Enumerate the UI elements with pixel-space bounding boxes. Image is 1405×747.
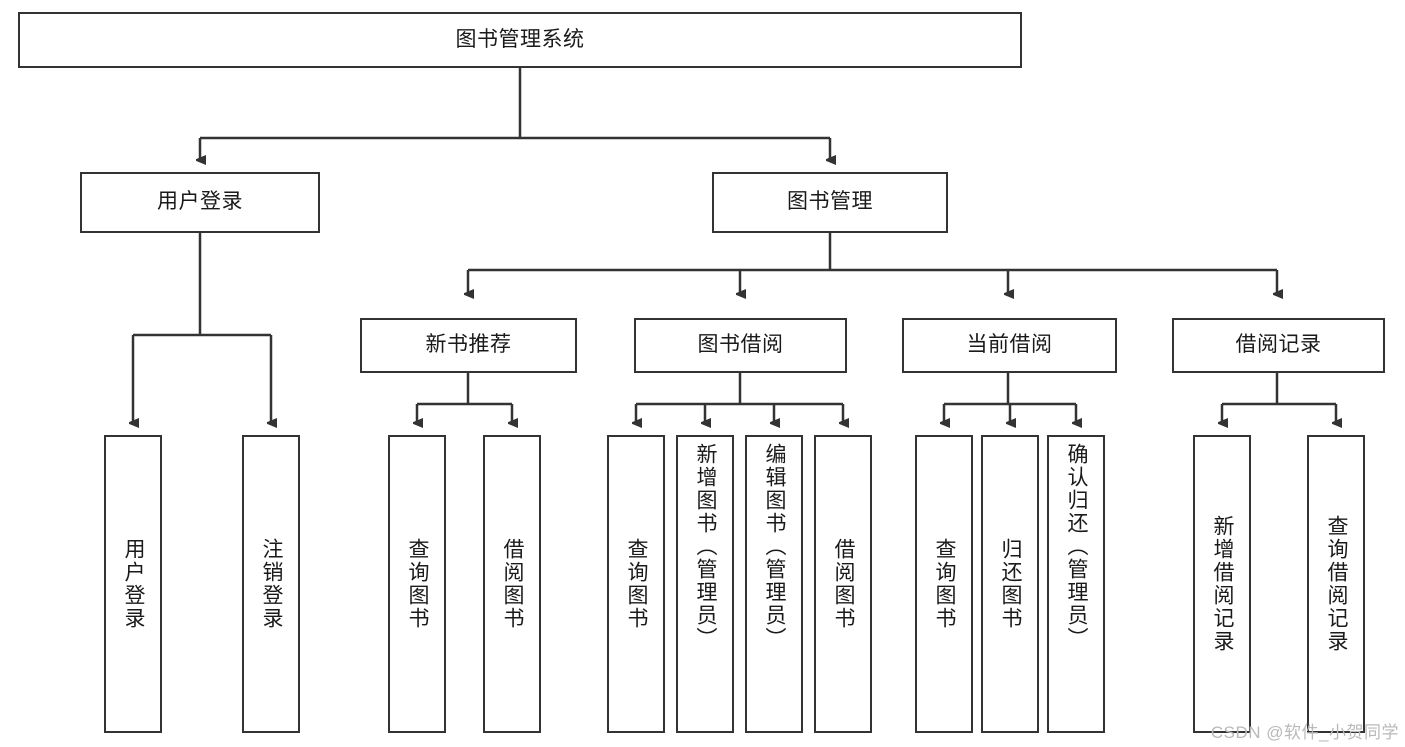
node-label: 图书管理 <box>787 190 873 214</box>
leaf-current-query-book[interactable]: 查询图书 <box>915 435 973 733</box>
node-book-borrow[interactable]: 图书借阅 <box>634 318 847 373</box>
node-label: 图书借阅 <box>697 333 784 357</box>
node-label: 查询图书 <box>406 538 430 630</box>
leaf-new-book-borrow-book[interactable]: 借阅图书 <box>483 435 541 733</box>
leaf-current-confirm-return-admin[interactable]: 确认归还（管理员） <box>1047 435 1105 733</box>
node-label: 当前借阅 <box>966 333 1053 357</box>
leaf-borrow-add-book-admin[interactable]: 新增图书（管理员） <box>676 435 734 733</box>
leaf-record-query-record[interactable]: 查询借阅记录 <box>1307 435 1365 733</box>
node-label: 图书管理系统 <box>455 27 585 51</box>
node-label: 查询图书 <box>933 538 957 630</box>
node-label: 注销登录 <box>260 538 284 630</box>
node-current-borrow[interactable]: 当前借阅 <box>902 318 1117 373</box>
leaf-record-add-record[interactable]: 新增借阅记录 <box>1193 435 1251 733</box>
leaf-new-book-query-book[interactable]: 查询图书 <box>388 435 446 733</box>
node-label: 新增图书（管理员） <box>694 443 718 650</box>
node-new-book-recommend[interactable]: 新书推荐 <box>360 318 577 373</box>
node-label: 借阅记录 <box>1235 333 1322 357</box>
leaf-user-login-logout[interactable]: 注销登录 <box>242 435 300 733</box>
node-label: 查询图书 <box>625 538 649 630</box>
node-label: 归还图书 <box>999 538 1023 630</box>
node-label: 用户登录 <box>157 190 243 214</box>
node-label: 查询借阅记录 <box>1325 515 1349 653</box>
node-label: 借阅图书 <box>501 538 525 630</box>
node-label: 借阅图书 <box>832 538 856 630</box>
leaf-user-login-login[interactable]: 用户登录 <box>104 435 162 733</box>
node-label: 确认归还（管理员） <box>1065 443 1089 650</box>
leaf-borrow-edit-book-admin[interactable]: 编辑图书（管理员） <box>745 435 803 733</box>
leaf-borrow-query-book[interactable]: 查询图书 <box>607 435 665 733</box>
node-book-management[interactable]: 图书管理 <box>712 172 948 233</box>
node-root-book-management-system[interactable]: 图书管理系统 <box>18 12 1022 68</box>
leaf-current-return-book[interactable]: 归还图书 <box>981 435 1039 733</box>
node-label: 用户登录 <box>122 538 146 630</box>
node-borrow-record[interactable]: 借阅记录 <box>1172 318 1385 373</box>
csdn-watermark: CSDN @软件_小贺同学 <box>1210 723 1399 742</box>
node-label: 编辑图书（管理员） <box>763 443 787 650</box>
node-user-login[interactable]: 用户登录 <box>80 172 320 233</box>
node-label: 新增借阅记录 <box>1211 515 1235 653</box>
leaf-borrow-borrow-book[interactable]: 借阅图书 <box>814 435 872 733</box>
node-label: 新书推荐 <box>425 333 512 357</box>
